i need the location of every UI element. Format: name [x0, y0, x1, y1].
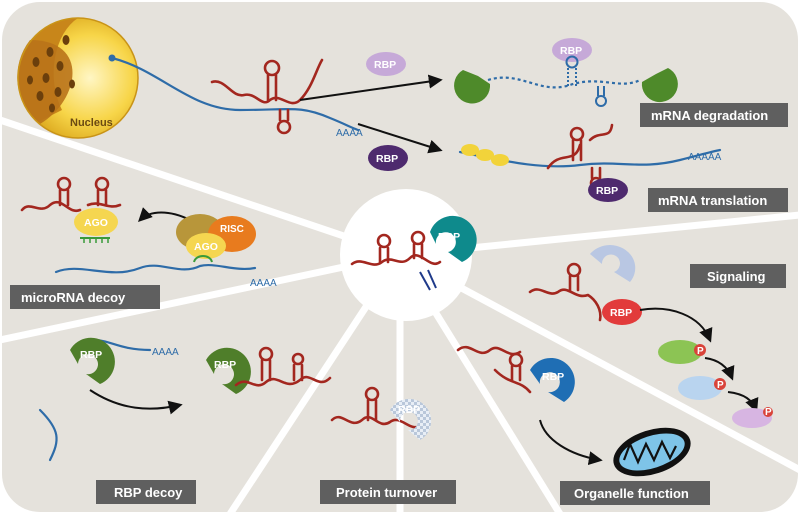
svg-text:RBP: RBP [560, 45, 582, 57]
microrna-decoy-scene: AGO RISC AGO AAAA [20, 176, 277, 289]
svg-text:RBP: RBP [80, 349, 102, 361]
translation-scene: AAAAA RBP [458, 123, 722, 202]
svg-text:RBP: RBP [376, 153, 398, 165]
label-box-signaling [690, 264, 786, 288]
poly-a-tail: AAAA [336, 128, 363, 139]
svg-text:RBP: RBP [610, 307, 632, 319]
panel-dividers [0, 116, 800, 514]
arrow-to-translation [357, 123, 443, 154]
lncrna-top [210, 58, 324, 135]
label-protein-turnover: Protein turnover [336, 485, 437, 500]
rbp-decoy-scene: AAAA RBP RBP [38, 337, 332, 462]
label-mrna-degradation: mRNA degradation [651, 108, 768, 123]
degradation-scene: RBP [454, 38, 678, 107]
svg-text:RBP: RBP [214, 359, 236, 371]
mitochondrion-icon [613, 427, 691, 477]
label-signaling: Signaling [707, 269, 766, 284]
svg-text:RBP: RBP [398, 404, 420, 416]
rbp-light-purple: RBP [366, 52, 406, 76]
label-box-mrna-degradation [640, 103, 788, 127]
svg-text:RBP: RBP [374, 59, 396, 71]
label-organelle-function: Organelle function [574, 486, 689, 501]
svg-text:RISC: RISC [220, 224, 244, 235]
svg-text:AAAA: AAAA [152, 347, 179, 358]
label-box-protein-turnover [320, 480, 456, 504]
svg-text:P: P [765, 407, 772, 418]
svg-text:AAAA: AAAA [250, 278, 277, 289]
svg-text:AGO: AGO [84, 217, 108, 229]
label-box-mrna-translation [648, 188, 788, 212]
rbp-dark-purple: RBP [368, 145, 408, 171]
label-box-microrna-decoy [10, 285, 160, 309]
signaling-scene: RBP P P P [528, 245, 773, 428]
arrow-to-degradation [299, 74, 443, 101]
svg-text:RBP: RBP [438, 231, 460, 243]
svg-text:RBP: RBP [596, 185, 618, 197]
nucleus: Nucleus [17, 17, 139, 139]
mrna-strand-main [110, 56, 360, 132]
organelle-function-scene: RBP [456, 345, 691, 477]
svg-text:P: P [717, 380, 724, 391]
central-lncrna-rbp: RBP [340, 189, 477, 321]
svg-text:AAAAA: AAAAA [688, 152, 722, 163]
svg-text:AGO: AGO [194, 241, 218, 253]
label-microrna-decoy: microRNA decoy [21, 290, 126, 305]
protein-turnover-scene: RBP [330, 386, 432, 440]
label-box-organelle-function [560, 481, 710, 505]
svg-text:RBP: RBP [542, 371, 564, 383]
label-rbp-decoy: RBP decoy [114, 485, 183, 500]
nucleus-label: Nucleus [70, 117, 113, 129]
label-mrna-translation: mRNA translation [658, 193, 767, 208]
label-box-rbp-decoy [96, 480, 196, 504]
svg-text:P: P [697, 346, 704, 357]
